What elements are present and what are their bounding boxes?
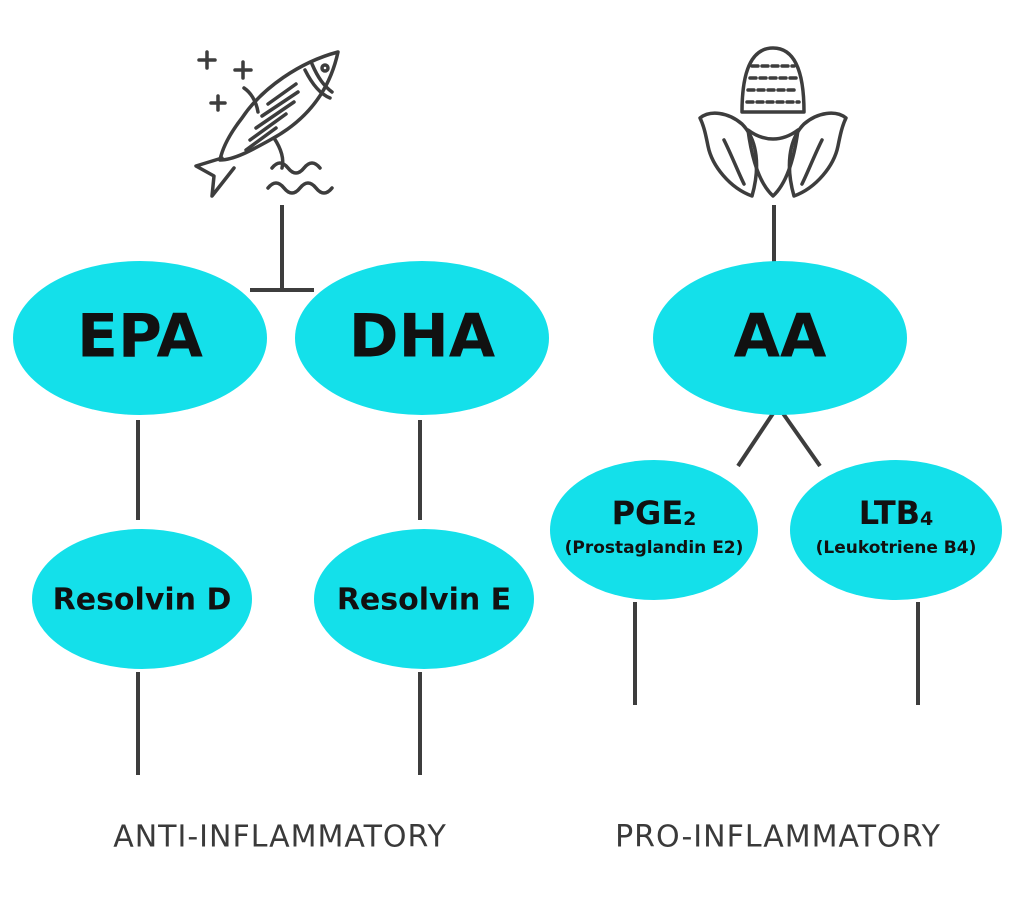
dha-ellipse: [295, 261, 549, 415]
node-epa: EPA: [13, 261, 267, 415]
node-pge2: PGE2 (Prostaglandin E2): [550, 460, 758, 600]
pro-inflammatory-caption: PRO-INFLAMMATORY: [615, 820, 941, 855]
aa-ltb4-line: [780, 410, 822, 468]
ltb4-fullname: (Leukotriene B4): [816, 538, 977, 558]
pge2-label: PGE2: [612, 494, 697, 532]
epa-ellipse: [13, 261, 267, 415]
ltb4-subscript: 4: [920, 508, 933, 530]
corn-icon: [698, 46, 848, 198]
resolvin-e-label: Resolvin E: [337, 583, 511, 618]
aa-pge2-line: [736, 410, 776, 468]
ltb4-ellipse: [790, 460, 1002, 600]
fish-icon: [194, 50, 340, 198]
resolvin-d-ellipse: [32, 529, 252, 669]
anti-inflammatory-caption: ANTI-INFLAMMATORY: [113, 820, 447, 855]
pge2-fullname: (Prostaglandin E2): [565, 538, 744, 558]
node-resolvin-e: Resolvin E: [314, 529, 534, 669]
ltb4-main: LTB: [859, 494, 920, 532]
pge2-main: PGE: [612, 494, 684, 532]
dha-label: DHA: [349, 302, 496, 372]
aa-label: AA: [734, 302, 827, 372]
aa-ellipse: [653, 261, 907, 415]
epa-label: EPA: [77, 302, 203, 372]
pge2-ellipse: [550, 460, 758, 600]
resolvin-d-label: Resolvin D: [53, 583, 232, 618]
pge2-subscript: 2: [683, 508, 696, 530]
resolvin-e-ellipse: [314, 529, 534, 669]
node-dha: DHA: [295, 261, 549, 415]
connector-lines: [136, 205, 920, 775]
ltb4-label: LTB4: [859, 494, 934, 532]
node-ltb4: LTB4 (Leukotriene B4): [790, 460, 1002, 600]
node-resolvin-d: Resolvin D: [32, 529, 252, 669]
node-aa: AA: [653, 261, 907, 415]
